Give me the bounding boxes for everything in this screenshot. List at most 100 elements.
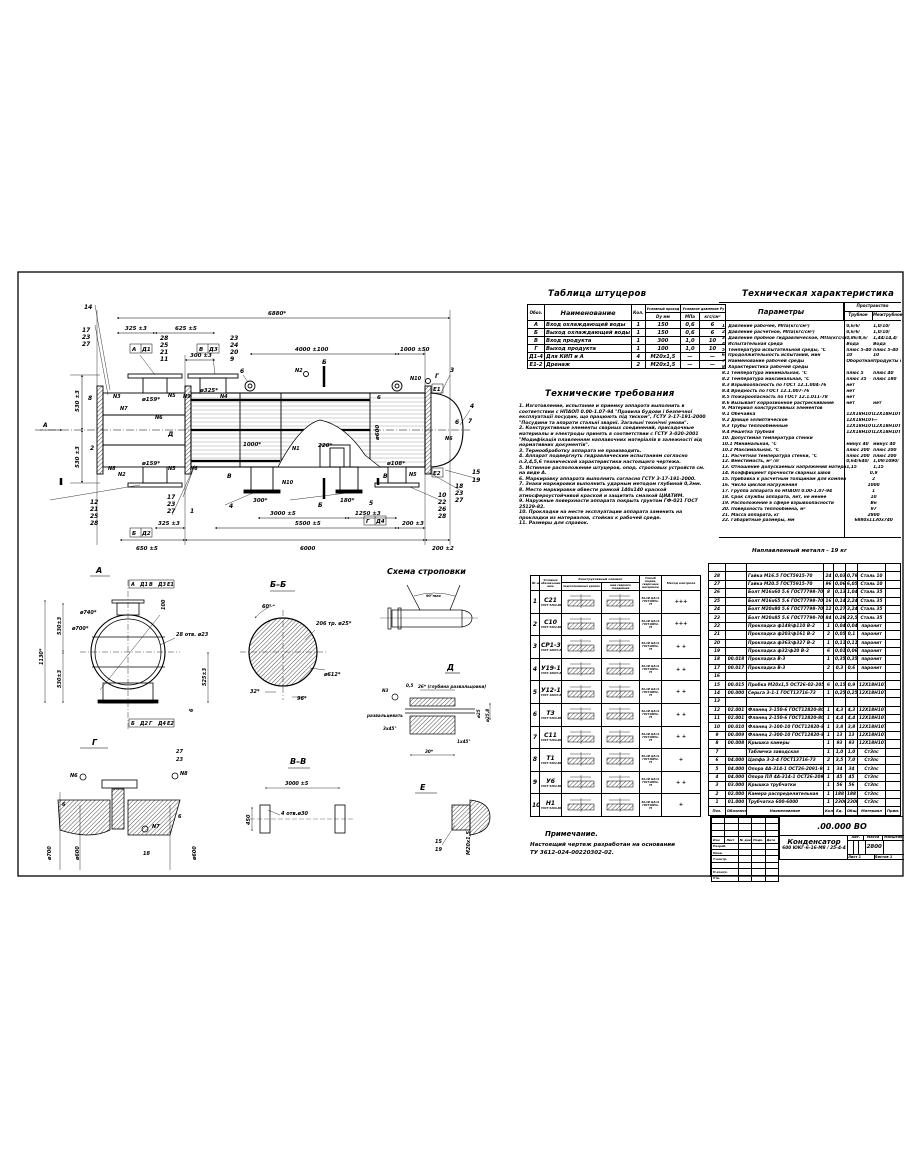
weld-joint-sketch bbox=[600, 657, 641, 682]
part-material: 12Х18Н10Т bbox=[857, 705, 886, 716]
characteristic-row: 15. Прибавка к расчетным толщинам для ко… bbox=[719, 477, 901, 483]
part-designation: 04.000 bbox=[725, 755, 747, 766]
part-designation bbox=[725, 571, 747, 581]
drawing-annotation: Б bbox=[131, 721, 135, 727]
part-qty: 1 bbox=[823, 621, 834, 632]
parts-header-row: Поз.ОбозначениеНаименованиеКол.Ед.Общ.Ма… bbox=[708, 806, 901, 816]
drawing-annotation: 4 bbox=[470, 403, 474, 410]
characteristic-param: 8.1 Температура минимальная, °С bbox=[722, 371, 807, 377]
weld-control-marks: + + bbox=[661, 657, 702, 682]
view-e-drain-plug bbox=[415, 792, 491, 846]
part-position: 9 bbox=[708, 730, 726, 741]
part-material: Ст3пс bbox=[857, 747, 886, 758]
characteristic-shell: 1,44/14,4/ bbox=[873, 335, 898, 341]
weld-number: 7 bbox=[530, 725, 540, 750]
characteristic-tube: 0,6/6/ bbox=[846, 329, 861, 335]
drawing-annotation: N1 bbox=[292, 446, 300, 452]
characteristic-value: 2800 bbox=[867, 512, 880, 518]
part-material bbox=[857, 697, 886, 707]
weld-method: ЭА-1Ф ЦЛ-11 ГОСТ10052-75 bbox=[639, 635, 663, 659]
note-title: Примечание. bbox=[545, 830, 598, 838]
requirement-item: 9. Наружные поверхности аппарата покрыть… bbox=[519, 499, 698, 510]
part-note bbox=[885, 638, 901, 648]
drawing-annotation: 325 ±3 bbox=[125, 326, 147, 332]
characteristic-param: 4. Испытательная среда bbox=[722, 341, 783, 347]
part-position: 17 bbox=[708, 663, 726, 674]
tech-requirements-title: Технические требования bbox=[545, 389, 675, 399]
drawing-annotation: 5 bbox=[369, 500, 373, 507]
characteristic-tube: Оборотная вода bbox=[846, 359, 874, 365]
scale-label: Масштаб bbox=[884, 835, 903, 839]
characteristic-shell: Вода bbox=[873, 341, 886, 347]
drawing-annotation: N7 bbox=[152, 824, 160, 830]
part-designation: 00.009 bbox=[725, 730, 747, 741]
weld-code: СР1-3 bbox=[541, 641, 561, 649]
characteristic-row: 8. Характеристика рабочей среды bbox=[719, 365, 901, 371]
nozzle-b-flange bbox=[127, 482, 183, 488]
weld-number: 4 bbox=[530, 657, 540, 682]
part-position: 13 bbox=[708, 697, 726, 707]
parts-row: 16 bbox=[708, 672, 901, 682]
characteristic-shell: 1,09/1090/ bbox=[873, 459, 899, 465]
part-material: Ст3пс bbox=[857, 789, 886, 799]
characteristic-param: 9.4 Решетка трубная bbox=[722, 430, 775, 436]
part-position: 2 bbox=[708, 789, 726, 799]
weld-code: Т3 bbox=[546, 709, 555, 717]
nozzle-designation: В bbox=[527, 336, 545, 345]
characteristic-param: 8.3 Взрывоопасность по ГОСТ 12.1.004-76 bbox=[722, 382, 827, 388]
header-weld-control: Метод контроля bbox=[661, 575, 702, 591]
part-name: Табличка заводская bbox=[746, 747, 824, 758]
drawing-annotation: ø25 bbox=[476, 709, 481, 719]
part-qty: 24 bbox=[823, 571, 834, 581]
weld-standard: ГОСТ 5264-80 bbox=[541, 807, 562, 811]
drawing-annotation: ø700 bbox=[47, 846, 53, 861]
part-qty: 6 bbox=[823, 680, 834, 690]
sheets-label: Листов 1 bbox=[874, 855, 893, 859]
drawing-annotation: 27 bbox=[176, 749, 183, 755]
drawing-annotation: N5 bbox=[168, 466, 176, 472]
requirement-item: 11. Размеры для справок. bbox=[519, 521, 589, 527]
characteristic-tube: 12Х18Н10Т bbox=[846, 424, 874, 430]
parts-header-1: Обозначение bbox=[725, 806, 747, 816]
nozzle-dn: 100 bbox=[644, 344, 682, 353]
part-position: 23 bbox=[708, 613, 726, 623]
drawing-annotation: Д bbox=[167, 431, 173, 438]
part-position: 26 bbox=[708, 588, 726, 598]
header-weld-no: № шва bbox=[530, 575, 540, 591]
lifting-lug bbox=[391, 380, 403, 392]
drawing-annotation: 6 bbox=[377, 395, 381, 401]
parts-header-2: Наименование bbox=[746, 806, 824, 816]
drawing-annotation: 0,5 bbox=[406, 683, 414, 688]
weld-method: ЭА-1Ф ЦЛ-11 ГОСТ10052-75 bbox=[639, 657, 663, 682]
weld-method: ЭА-1Ф ЦЛ-11 ГОСТ10052-75 bbox=[639, 770, 663, 795]
header-weld-method: Способ сварки, сварочные материалы bbox=[639, 575, 663, 591]
part-designation bbox=[725, 588, 747, 598]
parts-blank-row bbox=[708, 562, 901, 573]
characteristic-shell: нет bbox=[873, 400, 882, 406]
header-name: Наименование bbox=[543, 304, 633, 321]
characteristic-tube: нет bbox=[846, 394, 855, 400]
nozzle-qty: 4 bbox=[631, 352, 646, 361]
weld-standard: ГОСТ 5264-80 bbox=[541, 626, 562, 630]
part-note bbox=[885, 646, 901, 657]
view-vv-support-holes bbox=[250, 767, 355, 834]
drawing-annotation: ø600 bbox=[375, 425, 381, 441]
nozzle-tag: Д4 bbox=[375, 519, 385, 525]
drawing-annotation: 206 тр. ø25* bbox=[316, 621, 352, 627]
part-unit-mass: 0,35 bbox=[833, 655, 846, 665]
requirement-item: 6. Маркировку аппарата выполнить согласн… bbox=[519, 476, 696, 482]
drawing-annotation: N8 bbox=[108, 466, 116, 472]
part-qty: 1 bbox=[823, 747, 834, 758]
part-total-mass: 4,4 bbox=[845, 714, 858, 724]
drawing-annotation: Е1 bbox=[167, 582, 174, 588]
nozzle-tag: Д3 bbox=[208, 347, 218, 353]
characteristic-tube: плюс 200 bbox=[846, 447, 870, 453]
